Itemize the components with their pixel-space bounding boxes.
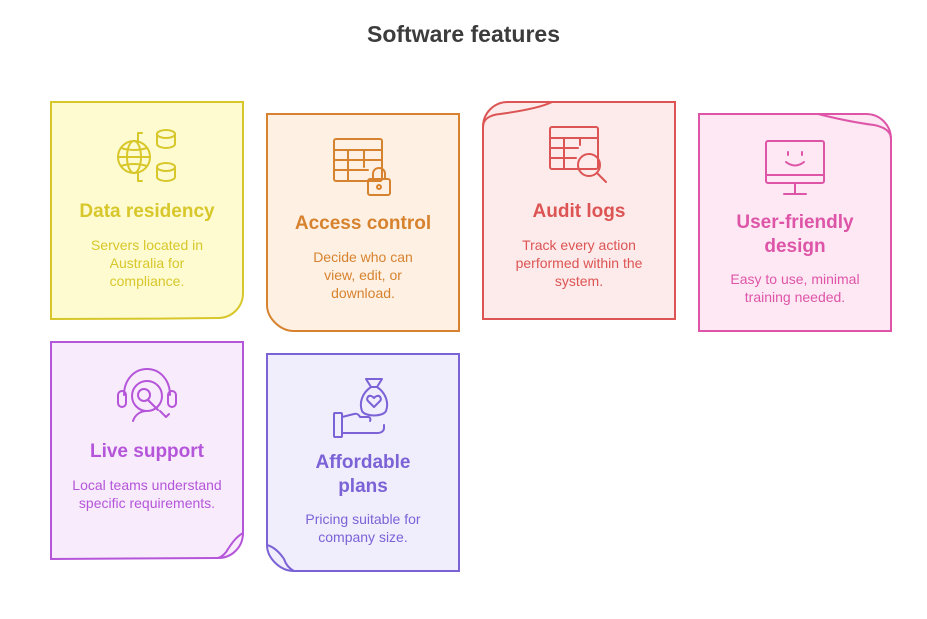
- diagram-title: Software features: [366, 21, 560, 47]
- card-user-friendly-design: User-friendly design Easy to use, minima…: [698, 113, 892, 332]
- support-headset-icon: [117, 368, 177, 422]
- card-title: User-friendly design: [736, 212, 854, 257]
- card-description: Servers located in Australia for complia…: [90, 237, 204, 289]
- table-lock-icon: [333, 138, 391, 196]
- card-title: Access control: [294, 213, 432, 234]
- card-title: Audit logs: [532, 201, 626, 222]
- card-description: Easy to use, minimal training needed.: [730, 271, 860, 305]
- card-background: [266, 353, 460, 572]
- card-data-residency: Data residency Servers located in Austra…: [50, 101, 244, 321]
- table-search-icon: [549, 126, 607, 183]
- card-access-control: Access control Decide who can view, edit…: [266, 113, 460, 332]
- card-description: Decide who can view, edit, or download.: [313, 249, 413, 301]
- card-title: Live support: [89, 441, 204, 462]
- card-background: [482, 101, 676, 320]
- card-live-support: Live support Local teams understand spec…: [50, 341, 244, 561]
- smiling-monitor-icon: [765, 140, 825, 195]
- card-background: [698, 113, 892, 332]
- card-audit-logs: Audit logs Track every action performed …: [482, 101, 676, 320]
- card-background: [50, 341, 244, 561]
- card-title: Data residency: [79, 201, 215, 222]
- card-background: [266, 113, 460, 332]
- card-description: Local teams understand specific requirem…: [72, 477, 222, 511]
- card-affordable-plans: Affordable plans Pricing suitable for co…: [266, 353, 460, 572]
- card-title: Affordable plans: [315, 452, 411, 497]
- card-description: Track every action performed within the …: [515, 237, 643, 289]
- money-bag-hand-icon: [333, 378, 389, 438]
- card-description: Pricing suitable for company size.: [305, 511, 421, 545]
- card-background: [50, 101, 244, 321]
- globe-database-icon: [117, 129, 176, 182]
